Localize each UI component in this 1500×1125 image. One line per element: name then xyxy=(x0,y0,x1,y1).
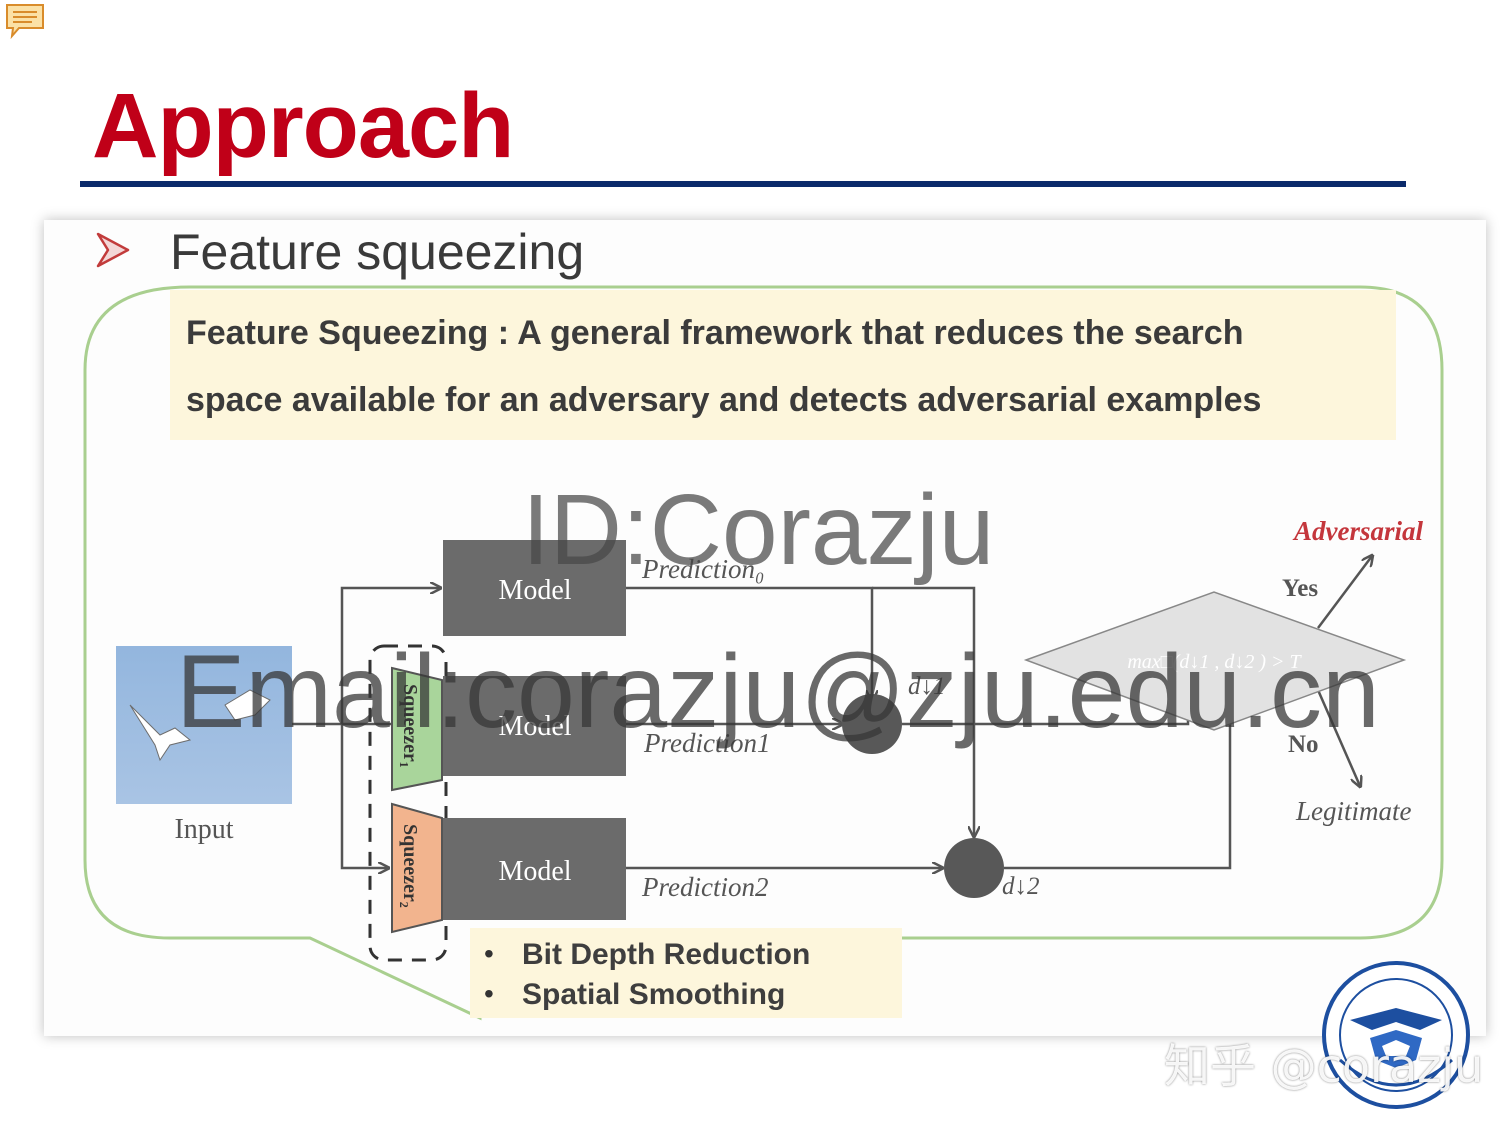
decision-text: max□(d↓1 , d↓2 ) > T xyxy=(1127,651,1302,673)
definition-line-1: Feature Squeezing : A general framework … xyxy=(186,314,1244,352)
bullet-dot: • xyxy=(484,938,494,969)
squeezer-2 xyxy=(391,802,443,934)
definition-line-2: space available for an adversary and det… xyxy=(186,381,1262,419)
prediction-label-1: Prediction1 xyxy=(643,728,770,758)
bullet-dot: • xyxy=(484,978,494,1009)
squeezer-label-2: Squeezer₂ xyxy=(399,824,421,908)
squeezer-1 xyxy=(391,666,443,792)
distance-node-2 xyxy=(944,838,1004,898)
definition-box: Feature Squeezing : A general framework … xyxy=(170,290,1396,440)
model-label-1: Model xyxy=(498,711,571,742)
distance-node-1 xyxy=(842,694,902,754)
input-label: Input xyxy=(174,814,233,845)
prediction-label-0: Prediction₀ xyxy=(641,554,764,584)
squeezer-group xyxy=(368,644,448,962)
distance-label-1: d↓1 xyxy=(908,673,946,700)
decision-diamond xyxy=(1023,591,1407,731)
methods-box: • Bit Depth Reduction • Spatial Smoothin… xyxy=(470,928,902,1018)
watermark-id: ID:Corazju xyxy=(522,474,995,586)
squeezer-label-1: Squeezer₁ xyxy=(399,684,421,768)
distance-label-2: d↓2 xyxy=(1002,873,1040,900)
arrowhead-bullet-icon xyxy=(96,232,130,268)
model-box-0 xyxy=(443,540,626,636)
prediction-label-2: Prediction2 xyxy=(641,872,768,902)
method-item-2: Spatial Smoothing xyxy=(522,978,786,1011)
model-label-0: Model xyxy=(498,575,571,606)
no-label: No xyxy=(1288,731,1319,758)
slide-title: Approach xyxy=(92,75,514,177)
bird-icon xyxy=(129,689,271,762)
watermark-email: Email:corazju@zju.edu.cn xyxy=(176,634,1380,750)
adversarial-label: Adversarial xyxy=(1292,516,1424,546)
platform-watermark: 知乎 @corazju xyxy=(1164,1039,1484,1093)
model-label-2: Model xyxy=(498,856,571,887)
bullet-heading: Feature squeezing xyxy=(170,224,585,280)
callout-outline xyxy=(83,285,1444,1021)
yes-label: Yes xyxy=(1282,575,1318,602)
zju-logo xyxy=(1322,961,1470,1109)
model-box-2 xyxy=(443,818,626,920)
model-box-1 xyxy=(443,676,626,776)
method-item-1: Bit Depth Reduction xyxy=(522,938,811,971)
title-underline xyxy=(80,181,1406,187)
comment-icon[interactable] xyxy=(4,2,46,40)
legitimate-label: Legitimate xyxy=(1295,796,1412,826)
